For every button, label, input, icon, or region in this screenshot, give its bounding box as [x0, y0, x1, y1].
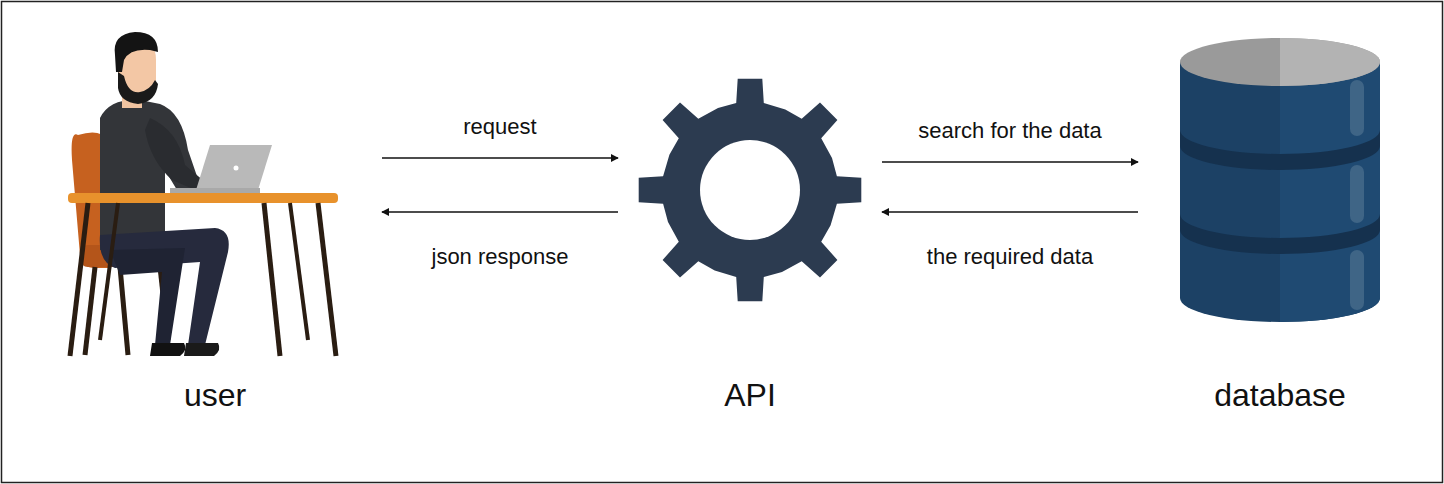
user-node: user	[50, 28, 380, 420]
node-label: database	[1214, 377, 1346, 420]
arrow-label: json response	[429, 244, 572, 270]
gear-illustration	[639, 79, 862, 302]
user-illustration	[68, 32, 338, 356]
node-label: user	[184, 377, 246, 420]
arrow-label: request	[460, 114, 539, 140]
arrow-connector	[382, 157, 618, 159]
database-illustration	[1180, 38, 1380, 322]
node-label: API	[724, 377, 776, 420]
arrow-label: the required data	[924, 244, 1096, 270]
database-node: database	[1140, 28, 1420, 420]
api-node: API	[620, 70, 880, 420]
arrow-connector	[382, 211, 618, 213]
arrow-label: search for the data	[915, 118, 1104, 144]
arrow-connector	[882, 161, 1138, 163]
arrow-connector	[882, 211, 1138, 213]
